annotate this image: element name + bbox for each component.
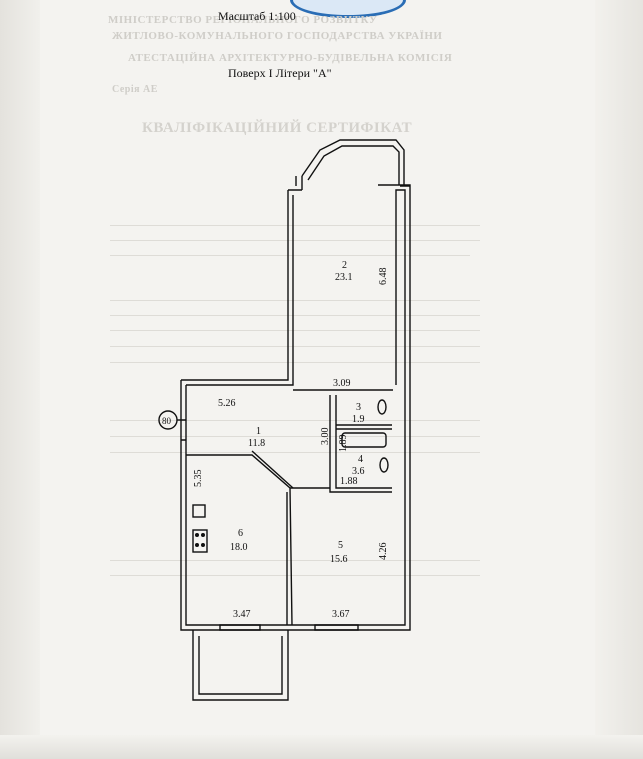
partition-wall — [186, 454, 293, 626]
bg-line — [110, 300, 480, 301]
stove-fixture — [192, 529, 208, 553]
dimension-label: 5.35 — [193, 470, 204, 488]
bg-line — [110, 240, 480, 241]
dimension-label: 3.47 — [233, 609, 251, 620]
dimension-label: 3.00 — [320, 428, 331, 446]
room-6-area: 18.0 — [230, 542, 248, 553]
room-1-number: 1 — [256, 426, 261, 437]
window — [314, 624, 359, 631]
dimension-label: 6.48 — [378, 268, 389, 286]
bay-window — [301, 139, 405, 185]
bg-housing-line: ЖИТЛОВО-КОМУНАЛЬНОГО ГОСПОДАРСТВА УКРАЇН… — [112, 30, 443, 42]
window — [219, 624, 261, 631]
bg-line — [110, 560, 480, 561]
window — [181, 419, 186, 441]
partition-wall — [251, 450, 294, 489]
scale-label: Масштаб 1:100 — [218, 9, 296, 23]
room-2-area: 23.1 — [335, 272, 353, 283]
burner — [195, 543, 199, 547]
outer-wall — [180, 184, 411, 631]
bg-line — [110, 346, 480, 347]
burner — [201, 533, 205, 537]
room-4-area: 3.6 — [352, 466, 365, 477]
room-5-area: 15.6 — [330, 554, 348, 565]
bg-line — [110, 362, 480, 363]
bg-line — [110, 225, 480, 226]
bg-line — [110, 452, 480, 453]
room-3-area: 1.9 — [352, 414, 365, 425]
page-bottom-edge — [0, 735, 643, 759]
dimension-label: 5.26 — [218, 398, 236, 409]
partition-wall — [329, 488, 392, 493]
marker-number: 80 — [162, 416, 172, 426]
bay-window — [295, 176, 410, 187]
burner — [195, 533, 199, 537]
page-left-edge — [0, 0, 40, 759]
room-3-number: 3 — [356, 402, 361, 413]
balcony — [192, 630, 289, 701]
room-4-number: 4 — [358, 454, 363, 465]
toilet-fixture — [379, 457, 389, 473]
partition-wall — [335, 395, 392, 489]
outer-wall — [288, 176, 303, 191]
partition-wall — [336, 424, 392, 430]
room-5-number: 5 — [338, 540, 343, 551]
bg-series-line: Серія АЕ — [112, 84, 158, 95]
bg-ministry-line: МІНІСТЕРСТВО РЕГІОНАЛЬНОГО РОЗВИТКУ — [108, 14, 378, 26]
inner-wall — [186, 195, 294, 386]
dimension-label: 1.89 — [338, 435, 349, 453]
bg-line — [110, 330, 480, 331]
bathtub-fixture — [341, 432, 387, 448]
dimension-label: 4.26 — [378, 543, 389, 561]
bay-window — [307, 145, 400, 185]
room-1-area: 11.8 — [248, 438, 265, 449]
burner — [201, 543, 205, 547]
sink-kitchen-fixture — [192, 504, 206, 518]
floor-label: Поверх I Літери "А" — [228, 66, 332, 80]
page-right-edge — [595, 0, 643, 759]
bg-line — [110, 420, 480, 421]
inner-wall — [185, 189, 406, 626]
sink-fixture — [377, 399, 387, 415]
bg-commission-line: АТЕСТАЦІЙНА АРХІТЕКТУРНО-БУДІВЕЛЬНА КОМІ… — [128, 52, 453, 64]
bg-line — [110, 575, 480, 576]
balcony — [198, 636, 283, 695]
bg-line — [110, 255, 470, 256]
bg-line — [110, 436, 480, 437]
room-6-number: 6 — [238, 528, 243, 539]
bg-line — [110, 315, 480, 316]
bg-certificate-title: КВАЛІФІКАЦІЙНИЙ СЕРТИФІКАТ — [142, 120, 413, 136]
dimension-label: 3.09 — [333, 378, 351, 389]
stove-burners — [195, 533, 205, 547]
room-2-number: 2 — [342, 260, 347, 271]
dimension-label: 1.88 — [340, 476, 358, 487]
dimension-label: 3.67 — [332, 609, 350, 620]
outer-wall — [181, 190, 289, 381]
